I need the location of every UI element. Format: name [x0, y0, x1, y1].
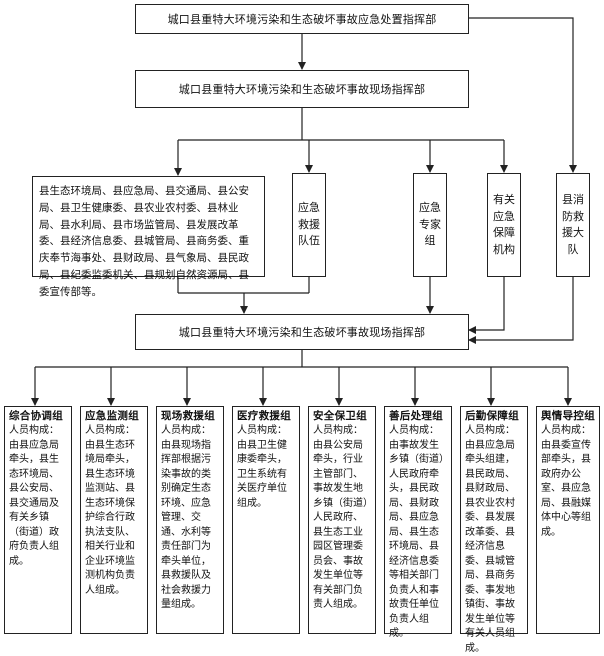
group-box-monitoring: 应急监测组 人员构成： 由县生态环境局牵头，县生态环境监测站、县生态环境保护综合… — [80, 406, 148, 634]
group-title: 后勤保障组 — [465, 410, 519, 422]
arrow-security-to-field2 — [468, 277, 505, 334]
group-body: 人员构成： 由县应急局牵头，县生态环境局、县公安局、县交通局及有关乡镇（街道）政… — [9, 425, 59, 567]
arrow-fire-to-field2 — [468, 277, 574, 344]
emergency-command-box: 城口县重特大环境污染和生态破坏事故应急处置指挥部 — [135, 4, 469, 34]
group-title: 医疗救援组 — [237, 410, 291, 422]
departments-box: 县生态环境局、县应急局、县交通局、县公安局、县卫生健康委、县农业农村委、县林业局… — [32, 176, 265, 298]
fire-team-label: 县消 防救 援大 队 — [562, 193, 584, 256]
rescue-team-box: 应急 救援 队伍 — [292, 173, 326, 277]
group-box-logistics: 后勤保障组 人员构成： 由县应急局牵头组建，县民政局、县财政局、县农业农村委、县… — [460, 406, 528, 654]
field-command-box-upper: 城口县重特大环境污染和生态破坏事故现场指挥部 — [135, 70, 469, 108]
group-body: 人员构成： 由县公安局牵头，行业主管部门、事故发生地乡镇（街道）人民政府、县生态… — [313, 425, 368, 611]
field-command-label-lower: 城口县重特大环境污染和生态破坏事故现场指挥部 — [178, 326, 426, 339]
group-title: 现场救援组 — [161, 410, 215, 422]
expert-group-label: 应急 专家 组 — [419, 201, 441, 248]
group-body: 人员构成： 由县生态环境局牵头，县生态环境监测站、县生态环境保护综合行政执法支队… — [85, 425, 135, 596]
group-title: 善后处理组 — [389, 410, 443, 422]
emergency-command-label: 城口县重特大环境污染和生态破坏事故应急处置指挥部 — [167, 13, 437, 26]
group-box-rescue: 现场救援组 人员构成： 由县现场指挥部根据污染事故的类别确定生态环境、应急管理、… — [156, 406, 224, 634]
group-body: 人员构成： 由县卫生健康委牵头，卫生系统有关医疗单位组成。 — [237, 425, 287, 509]
group-box-coordination: 综合协调组 人员构成： 由县应急局牵头，县生态环境局、县公安局、县交通局及有关乡… — [4, 406, 72, 634]
group-box-aftermath: 善后处理组 人员构成： 由事故发生乡镇（街道）人民政府牵头，县民政局、县财政局、… — [384, 406, 452, 639]
departments-text: 县生态环境局、县应急局、县交通局、县公安局、县卫生健康委、县农业农村委、县林业局… — [39, 185, 249, 298]
group-body: 人员构成： 由事故发生乡镇（街道）人民政府牵头，县民政局、县财政局、县应急局、县… — [389, 425, 444, 640]
group-title: 应急监测组 — [85, 410, 139, 422]
group-box-public-opinion: 舆情导控组 人员构成： 由县委宣传部牵头，县政府办公室、县应急局、县融媒体中心等… — [536, 406, 600, 634]
connector-lines — [31, 17, 577, 406]
group-title: 综合协调组 — [9, 410, 63, 422]
group-box-medical: 医疗救援组 人员构成： 由县卫生健康委牵头，卫生系统有关医疗单位组成。 — [232, 406, 300, 634]
arrow-top-to-fire-team — [469, 17, 577, 173]
group-title: 舆情导控组 — [541, 410, 595, 422]
field-command-box-lower: 城口县重特大环境污染和生态破坏事故现场指挥部 — [135, 314, 469, 350]
group-body: 人员构成： 由县应急局牵头组建，县民政局、县财政局、县农业农村委、县发展改革委、… — [465, 425, 515, 654]
group-box-security: 安全保卫组 人员构成： 由县公安局牵头，行业主管部门、事故发生地乡镇（街道）人民… — [308, 406, 376, 634]
group-body: 人员构成： 由县委宣传部牵头，县政府办公室、县应急局、县融媒体中心等组成。 — [541, 425, 591, 538]
rescue-team-label: 应急 救援 队伍 — [298, 201, 320, 248]
expert-group-box: 应急 专家 组 — [413, 173, 447, 277]
security-orgs-box: 有关 应急 保障 机构 — [487, 173, 521, 277]
security-orgs-label: 有关 应急 保障 机构 — [493, 193, 515, 256]
group-title: 安全保卫组 — [313, 410, 367, 422]
fire-team-box: 县消 防救 援大 队 — [556, 173, 590, 277]
field-command-label-upper: 城口县重特大环境污染和生态破坏事故现场指挥部 — [178, 83, 426, 96]
group-body: 人员构成： 由县现场指挥部根据污染事故的类别确定生态环境、应急管理、交通、水利等… — [161, 425, 211, 611]
